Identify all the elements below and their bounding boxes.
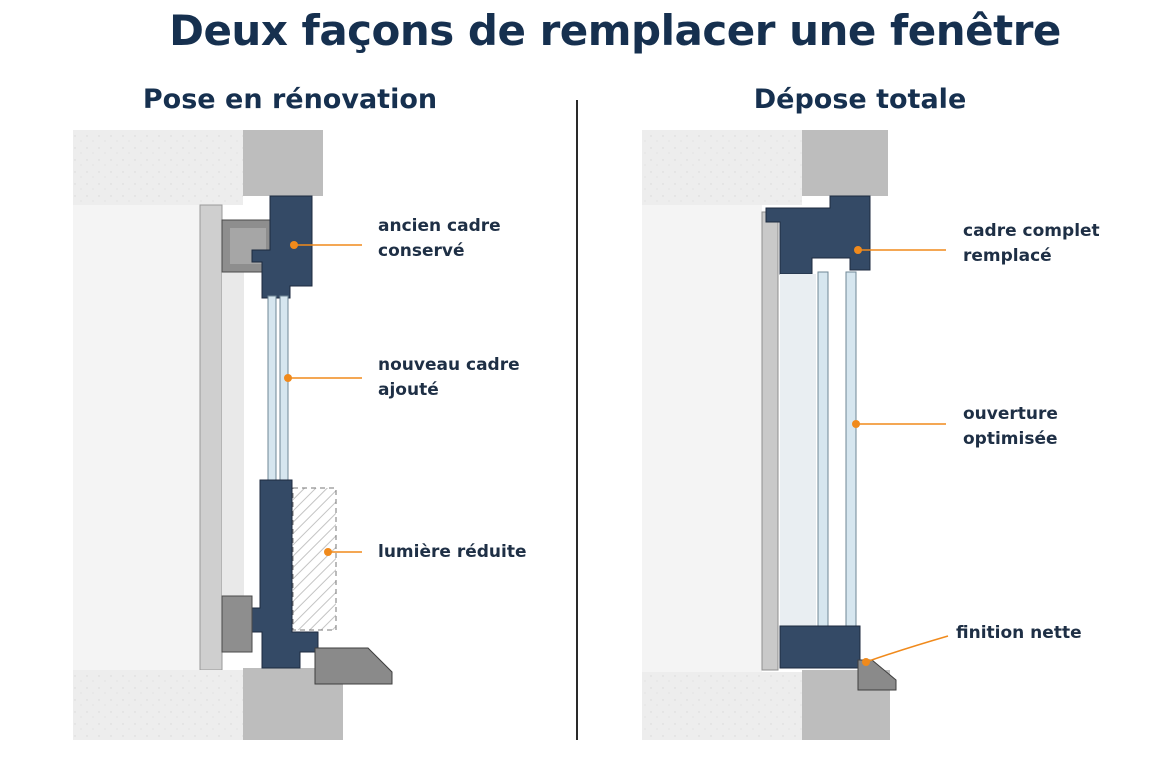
left-reveal [199, 204, 223, 671]
left-wall-lower [73, 670, 243, 740]
label-full-frame-line-2: remplacé [963, 246, 1052, 266]
right-panel-title: Dépose totale [753, 84, 967, 115]
label-full-frame-line-1: cadre complet [963, 221, 1100, 241]
right-lintel [802, 130, 888, 196]
full-frame-top [765, 195, 871, 275]
left-panel-title: Pose en rénovation [142, 84, 438, 115]
callout-dot-old-frame [290, 241, 298, 249]
label-reduced-light: lumière réduite [378, 540, 527, 565]
label-opening-line-1: ouverture [963, 404, 1058, 424]
label-new-frame-line-1: nouveau cadre [378, 355, 520, 375]
left-window-sill [314, 647, 393, 685]
left-glass-pane-2 [279, 295, 289, 482]
right-glass-pane-1 [817, 271, 829, 629]
right-wall-upper [642, 130, 802, 205]
full-frame-bottom [779, 625, 861, 669]
right-opening-light [780, 274, 816, 626]
label-finish-line-1: finition nette [956, 623, 1082, 643]
label-new-frame-line-2: ajouté [378, 380, 439, 400]
right-glass-pane-2 [845, 271, 857, 629]
label-old-frame-line-2: conservé [378, 241, 465, 261]
label-new-frame: nouveau cadre ajouté [378, 353, 520, 403]
right-wall-face [642, 205, 762, 672]
label-old-frame-line-1: ancien cadre [378, 216, 501, 236]
reduced-light-zone [292, 487, 337, 631]
left-wall-upper [73, 130, 243, 205]
old-frame-bottom [221, 595, 253, 653]
label-opening-line-2: optimisée [963, 429, 1058, 449]
panel-divider [576, 100, 578, 740]
label-finish: finition nette [956, 621, 1082, 646]
left-section [73, 130, 393, 740]
callout-dot-new-frame [284, 374, 292, 382]
new-frame-top [251, 195, 313, 299]
label-full-frame: cadre complet remplacé [963, 219, 1100, 269]
right-reveal [761, 211, 779, 671]
left-wall-face [73, 205, 203, 670]
label-reduced-light-line-1: lumière réduite [378, 542, 527, 562]
page-title: Deux façons de remplacer une fenêtre [169, 6, 1061, 55]
left-lintel [243, 130, 323, 196]
left-reveal-light [222, 230, 244, 650]
callout-dot-full-frame [854, 246, 862, 254]
right-wall-lower [642, 672, 802, 740]
left-glass-pane-1 [267, 295, 277, 482]
callout-dot-finish [862, 658, 870, 666]
right-section [642, 130, 949, 740]
callout-dot-reduced-light [324, 548, 332, 556]
label-old-frame: ancien cadre conservé [378, 214, 501, 264]
label-opening: ouverture optimisée [963, 402, 1058, 452]
callout-dot-opening [852, 420, 860, 428]
